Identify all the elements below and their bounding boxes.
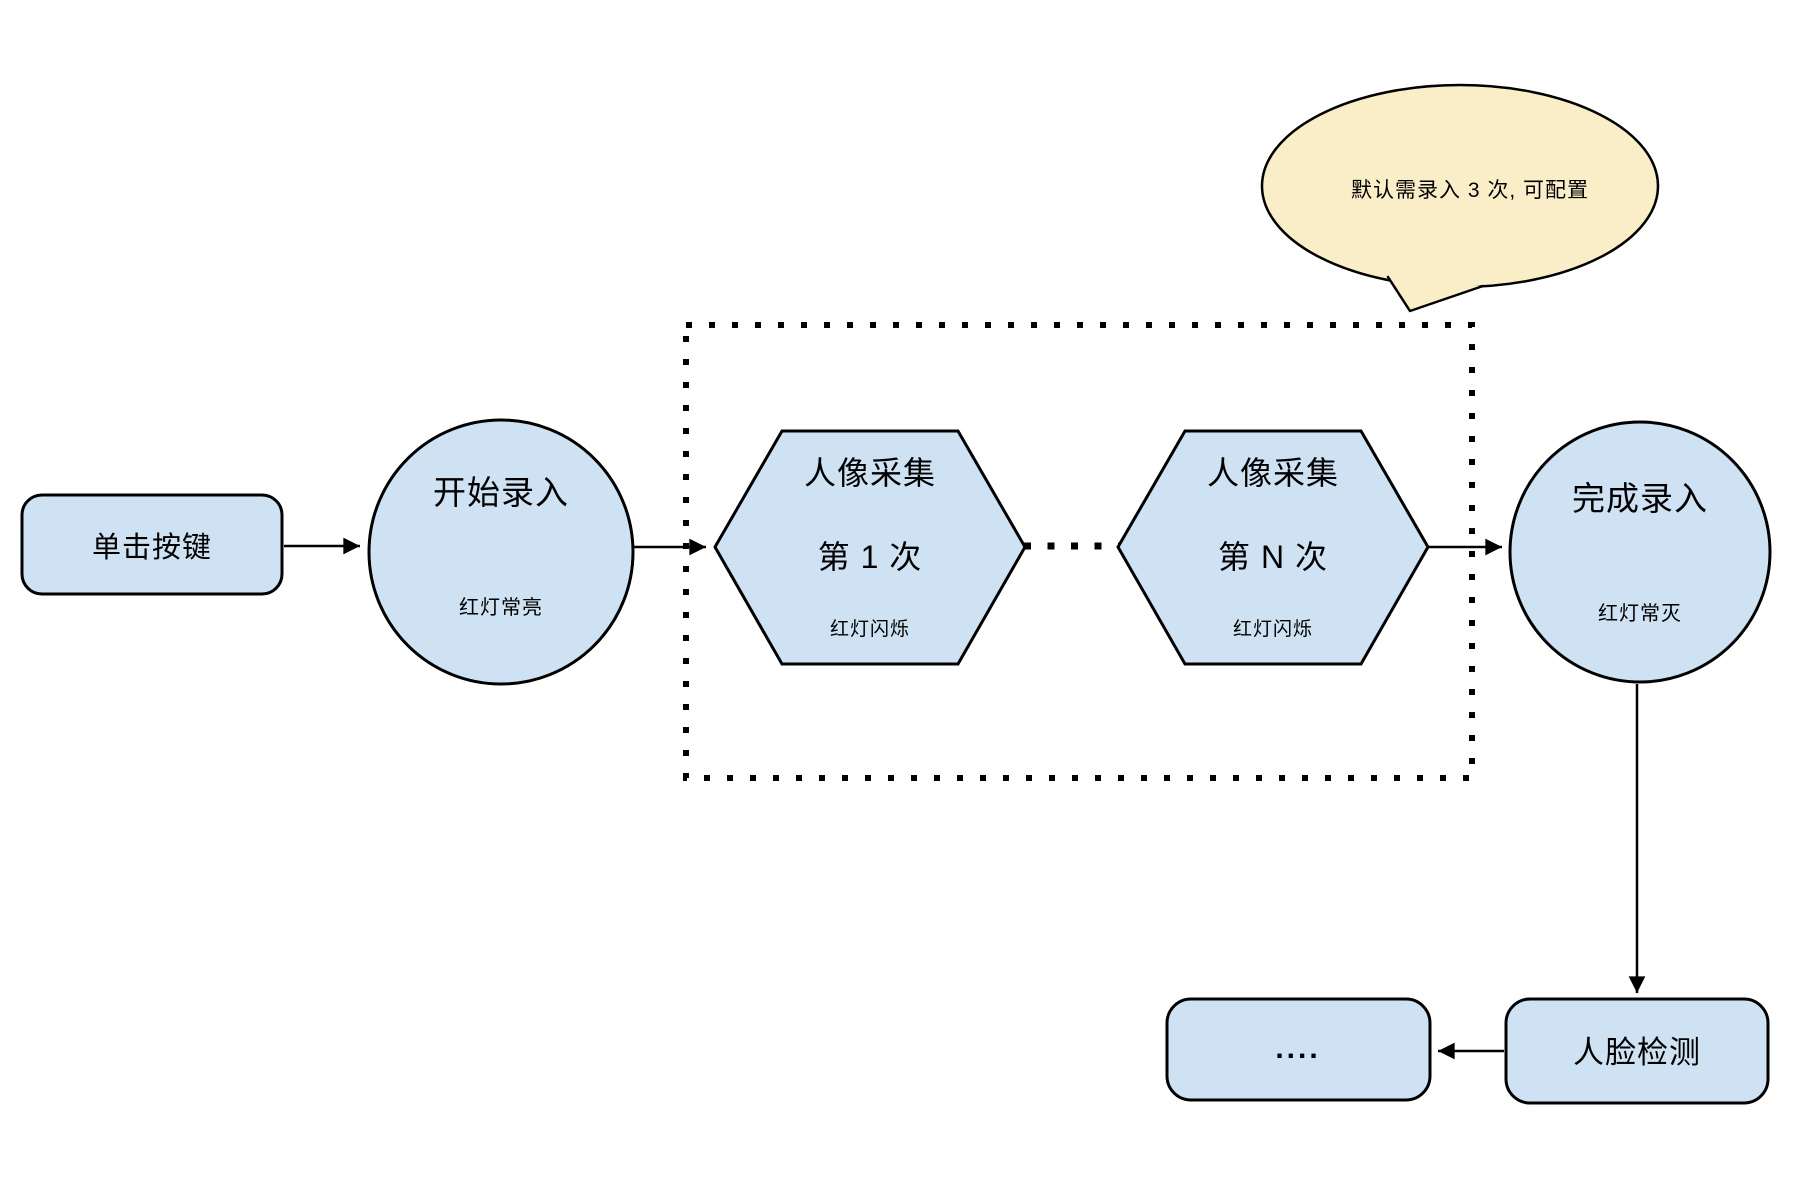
start-enroll-title: 开始录入	[433, 474, 569, 511]
click-button-label: 单击按键	[92, 531, 212, 564]
capture-1-subtitle: 第 1 次	[818, 539, 923, 575]
start-enroll-status: 红灯常亮	[459, 596, 543, 619]
face-detection-node: 人脸检测	[1504, 997, 1770, 1105]
capture-1-hexagon	[713, 429, 1027, 666]
more-steps-node: ....	[1165, 997, 1432, 1102]
capture-1-status: 红灯闪烁	[830, 618, 910, 640]
start-enroll-shape	[367, 418, 635, 686]
callout-text: 默认需录入 3 次, 可配置	[1351, 179, 1589, 202]
capture-n-title: 人像采集	[1207, 455, 1339, 491]
finish-enroll-shape	[1508, 420, 1772, 684]
finish-enroll-title: 完成录入	[1572, 480, 1708, 517]
click-button-node: 单击按键	[20, 493, 284, 596]
face-detection-shape	[1504, 997, 1770, 1105]
more-steps-label: ....	[1275, 1032, 1320, 1065]
capture-loop-dotted-container	[683, 322, 1475, 781]
capture-n-hexagon	[1116, 429, 1430, 666]
capture-n-status: 红灯闪烁	[1233, 618, 1313, 640]
capture-1-title: 人像采集	[804, 455, 936, 491]
face-detection-label: 人脸检测	[1573, 1035, 1701, 1070]
start-enroll-node: 开始录入 红灯常亮	[367, 418, 635, 686]
click-button-shape	[20, 493, 284, 596]
callout-bubble-tail	[1386, 275, 1485, 313]
more-steps-shape	[1165, 997, 1432, 1102]
capture-n-subtitle: 第 N 次	[1218, 539, 1328, 575]
callout-bubble: 默认需录入 3 次, 可配置	[1260, 83, 1660, 313]
finish-enroll-node: 完成录入 红灯常灭	[1508, 420, 1772, 684]
finish-enroll-status: 红灯常灭	[1598, 602, 1682, 625]
capture-n-node: 人像采集 第 N 次 红灯闪烁	[1116, 429, 1430, 666]
capture-1-node: 人像采集 第 1 次 红灯闪烁	[713, 429, 1027, 666]
